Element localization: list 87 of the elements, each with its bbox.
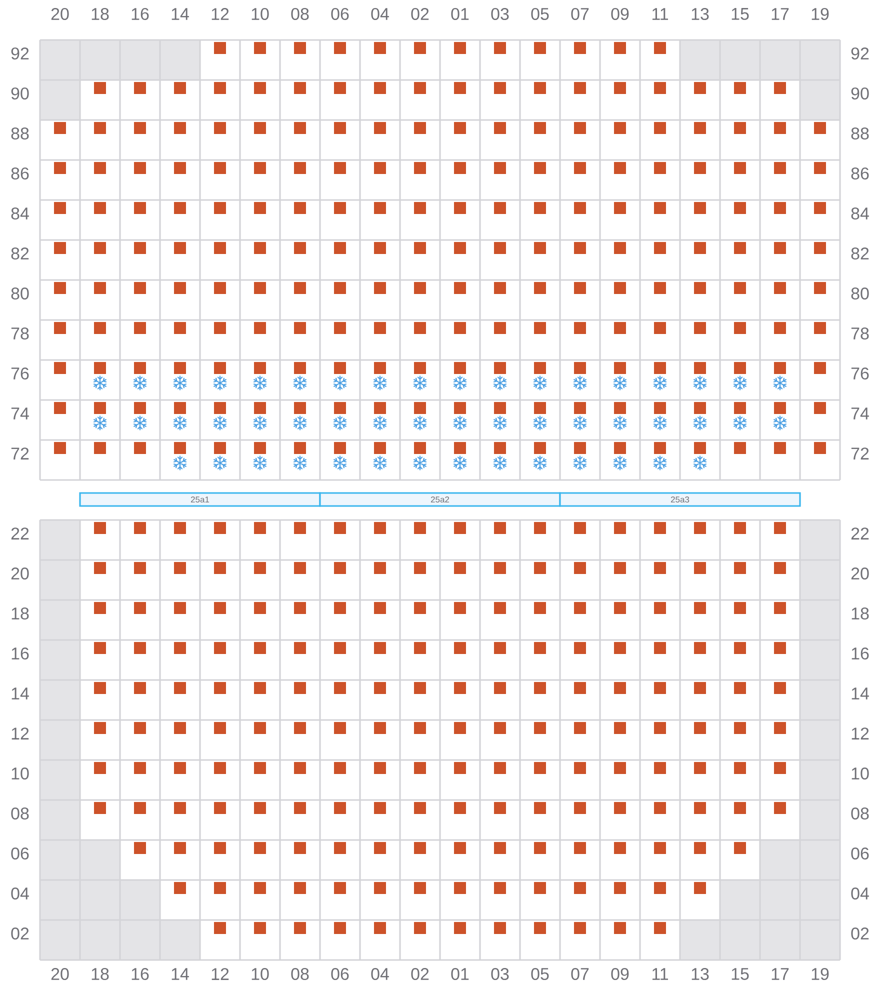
row-label: 14 [12, 688, 29, 700]
row-label: 82 [11, 247, 29, 260]
row-label: 84 [851, 207, 869, 220]
column-label: 02 [411, 968, 429, 980]
column-label: 07 [571, 968, 589, 980]
column-label: 09 [611, 968, 629, 980]
row-label: 86 [851, 167, 869, 180]
column-label: 08 [291, 968, 309, 980]
row-label: 12 [12, 728, 29, 740]
column-label: 12 [212, 968, 229, 980]
column-label: 07 [571, 8, 589, 20]
row-label: 86 [11, 167, 29, 180]
column-label: 17 [772, 8, 789, 20]
column-label: 11 [652, 8, 668, 20]
column-label: 18 [92, 968, 109, 980]
column-label: 18 [92, 8, 109, 20]
row-label: 74 [851, 408, 869, 420]
column-label: 15 [732, 968, 749, 980]
row-label: 80 [851, 287, 869, 300]
row-label: 02 [851, 928, 869, 940]
row-label: 04 [11, 888, 29, 900]
column-label: 14 [172, 968, 189, 980]
zone-box: 25a3 [559, 492, 801, 507]
row-label: 16 [852, 647, 869, 660]
column-label: 04 [371, 968, 389, 980]
row-label: 76 [851, 367, 869, 380]
column-label: 20 [51, 8, 69, 20]
column-label: 05 [531, 968, 549, 980]
column-label: 02 [411, 8, 429, 20]
row-label: 14 [852, 688, 869, 700]
row-label: 16 [12, 647, 29, 660]
row-label: 92 [851, 47, 869, 60]
column-label: 14 [172, 8, 189, 20]
row-label: 78 [851, 327, 869, 340]
row-label: 84 [11, 207, 29, 220]
column-label: 04 [371, 8, 389, 20]
column-label: 19 [812, 8, 829, 20]
column-label: 06 [331, 8, 349, 20]
column-label: 03 [491, 8, 509, 20]
row-label: 82 [851, 247, 869, 260]
column-label: 01 [451, 968, 469, 980]
column-label: 09 [611, 8, 629, 20]
row-label: 06 [11, 848, 29, 860]
row-label: 22 [11, 528, 29, 540]
row-label: 92 [11, 47, 29, 60]
column-label: 13 [692, 8, 709, 20]
column-label: 10 [252, 8, 269, 20]
row-label: 02 [11, 928, 29, 940]
row-label: 22 [851, 528, 869, 540]
row-label: 80 [11, 287, 29, 300]
column-label: 01 [451, 8, 469, 20]
row-label: 06 [851, 848, 869, 860]
column-label: 17 [772, 968, 789, 980]
row-label: 12 [852, 728, 869, 740]
row-label: 10 [852, 768, 869, 780]
column-label: 19 [812, 968, 829, 980]
zone-box: 25a1 [79, 492, 321, 507]
row-label: 20 [851, 567, 869, 580]
column-label: 20 [51, 968, 69, 980]
row-label: 10 [12, 768, 29, 780]
row-label: 72 [11, 448, 29, 460]
row-label: 18 [12, 607, 29, 620]
zone-box: 25a2 [319, 492, 561, 507]
column-label: 13 [692, 968, 709, 980]
row-label: 78 [11, 327, 29, 340]
column-label: 06 [331, 968, 349, 980]
row-label: 74 [11, 408, 29, 420]
column-label: 08 [291, 8, 309, 20]
column-label: 03 [491, 968, 509, 980]
row-label: 88 [851, 127, 869, 140]
column-label: 11 [652, 968, 668, 980]
row-label: 18 [852, 607, 869, 620]
row-label: 90 [11, 87, 29, 100]
column-label: 05 [531, 8, 549, 20]
column-label: 16 [132, 8, 149, 20]
column-label: 15 [732, 8, 749, 20]
row-label: 04 [851, 888, 869, 900]
row-label: 20 [11, 567, 29, 580]
row-label: 90 [851, 87, 869, 100]
column-label: 16 [132, 968, 149, 980]
row-label: 08 [851, 808, 869, 820]
row-label: 72 [851, 448, 869, 460]
column-label: 10 [252, 968, 269, 980]
row-label: 76 [11, 367, 29, 380]
row-label: 08 [11, 808, 29, 820]
column-label: 12 [212, 8, 229, 20]
row-label: 88 [11, 127, 29, 140]
